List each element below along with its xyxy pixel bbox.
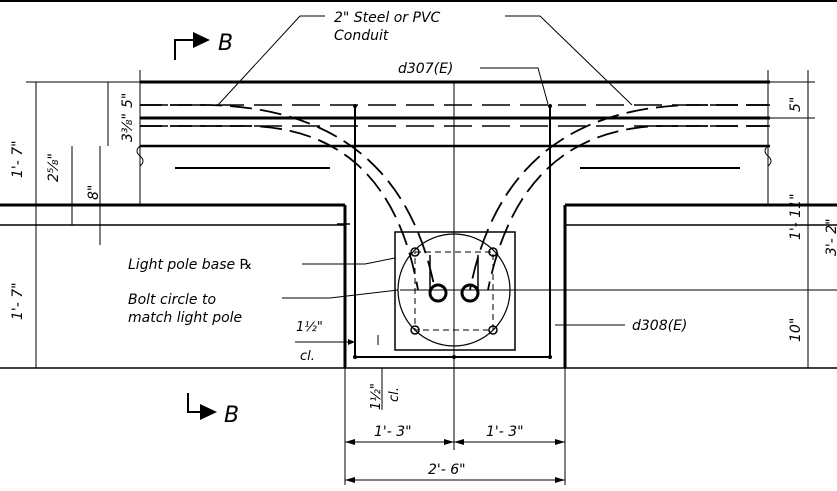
- bolt-circle-line2: match light pole: [128, 310, 242, 326]
- base-plate-callout: Light pole base ℞: [128, 257, 396, 273]
- section-mark-bottom-label: B: [224, 403, 239, 428]
- bolt-circle-line1: Bolt circle to: [128, 292, 216, 308]
- dim-inner-3-38: 3⅜": [120, 113, 136, 142]
- dim-inner-5: 5": [120, 93, 136, 108]
- bolt-circle-callout: Bolt circle to match light pole: [128, 289, 399, 326]
- bar-side-label: d308(E): [632, 318, 687, 334]
- bar-top-label: d307(E): [398, 61, 453, 77]
- left-dimensions: 1'- 7" 1'- 7" 8" 2⅝" 3⅜" 5": [10, 81, 140, 369]
- dim-left-upper: 1'- 7": [10, 140, 26, 178]
- section-mark-top-label: B: [218, 31, 233, 56]
- section-mark-top: B: [174, 31, 233, 60]
- conduit-label-line2: Conduit: [334, 28, 389, 44]
- dim-bottom-left-1-3: 1'- 3": [374, 424, 412, 440]
- section-mark-bottom: B: [187, 393, 239, 428]
- bottom-dimensions: 1'- 3" 1'- 3" 2'- 6": [344, 368, 566, 485]
- dim-right-3-2: 3'- 2": [824, 218, 837, 256]
- dim-right-10: 10": [788, 318, 804, 342]
- pedestal-outline: [0, 104, 837, 369]
- conduit-curves: [140, 104, 768, 291]
- clear-word-side: cl.: [300, 349, 315, 364]
- dim-inner-2-58: 2⅝": [46, 153, 62, 182]
- dim-right-1-11: 1'- 11": [788, 193, 804, 240]
- clear-cover-bottom: 1½" cl.: [369, 368, 402, 410]
- dim-bottom-total: 2'- 6": [428, 462, 466, 478]
- clear-word-bottom: cl.: [387, 387, 402, 402]
- clear-cover-side: 1½" cl.: [295, 320, 379, 364]
- right-dimensions: 5" 1'- 11" 3'- 2" 10": [770, 70, 837, 368]
- base-plate-label: Light pole base ℞: [128, 257, 252, 273]
- dim-bottom-right-1-3: 1'- 3": [486, 424, 524, 440]
- dim-inner-8: 8": [86, 185, 102, 200]
- bar-side-callout: d308(E): [555, 318, 687, 334]
- bar-top-callout: d307(E): [398, 61, 549, 105]
- clear-half-inch-bottom: 1½": [369, 383, 384, 410]
- conduit-label-line1: 2" Steel or PVC: [334, 10, 441, 26]
- conduit-callout: 2" Steel or PVC Conduit: [217, 10, 633, 106]
- light-pole-base-plate: [394, 231, 516, 351]
- clear-half-inch-side: 1½": [296, 320, 323, 335]
- dim-right-5: 5": [788, 97, 804, 112]
- deck-slab: [136, 70, 772, 205]
- dim-left-lower: 1'- 7": [10, 282, 26, 320]
